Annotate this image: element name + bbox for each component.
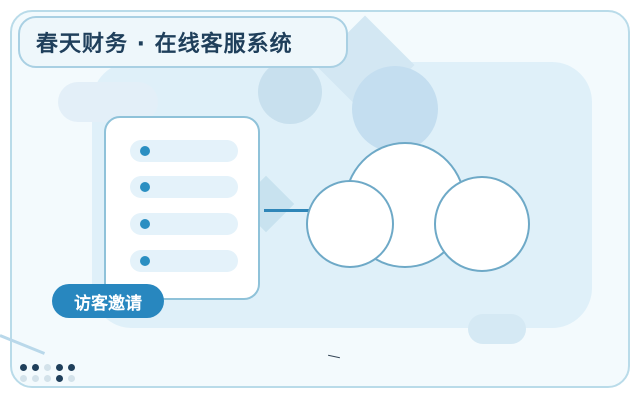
bullet-icon bbox=[140, 146, 150, 156]
bullet-icon bbox=[140, 219, 150, 229]
visitor-invite-button[interactable]: 访客邀请 bbox=[52, 284, 164, 318]
decor-pill bbox=[468, 314, 526, 344]
page-title: 春天财务 · 在线客服系统 bbox=[36, 32, 293, 57]
bullet-icon bbox=[140, 182, 150, 192]
decor-dot-grid bbox=[20, 364, 80, 386]
cloud-icon bbox=[306, 180, 394, 268]
list-item bbox=[130, 250, 238, 272]
list-item bbox=[130, 140, 238, 162]
decor-pill bbox=[58, 82, 158, 122]
bullet-icon bbox=[140, 256, 150, 266]
decor-circle bbox=[258, 60, 322, 124]
list-item bbox=[130, 176, 238, 198]
list-item bbox=[130, 213, 238, 235]
document-list-card bbox=[104, 116, 260, 300]
connector-line bbox=[264, 209, 330, 212]
decor-circle bbox=[352, 66, 438, 152]
cloud-icon bbox=[434, 176, 530, 272]
title-banner: 春天财务 · 在线客服系统 bbox=[18, 16, 348, 68]
